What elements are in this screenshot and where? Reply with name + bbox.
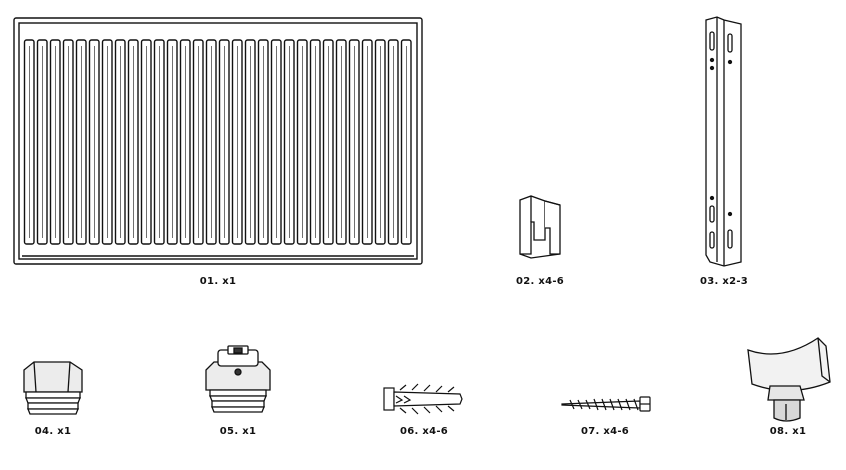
air-vent-plug-drawing [205,345,271,413]
radiator-fin [361,39,373,245]
radiator-fin [36,39,48,245]
radiator-fin [88,39,100,245]
radiator-fin [153,39,165,245]
radiator-fin [114,39,126,245]
part-label-02: 02. x4-6 [515,276,565,287]
radiator-fin [218,39,230,245]
radiator-fin [75,39,87,245]
radiator-fin [348,39,360,245]
wall-bracket-drawing [705,16,742,267]
part-label-08: 08. x1 [769,426,807,437]
radiator-fin [179,39,191,245]
spacer-clip-drawing [519,195,561,259]
radiator-fin [335,39,347,245]
radiator-fin [322,39,334,245]
radiator-fin [192,39,204,245]
radiator-fin [257,39,269,245]
part-label-06: 06. x4-6 [399,426,449,437]
part-label-03: 03. x2-3 [699,276,749,287]
radiator-drawing [13,17,423,265]
radiator-fin [127,39,139,245]
bleed-key-drawing [747,337,831,422]
part-label-05: 05. x1 [219,426,257,437]
radiator-fin [62,39,74,245]
screw-drawing [561,396,651,412]
radiator-fin [166,39,178,245]
radiator-fin [140,39,152,245]
radiator-fin [49,39,61,245]
radiator-fin [283,39,295,245]
radiator-fin [205,39,217,245]
part-label-07: 07. x4-6 [580,426,630,437]
radiator-fin [244,39,256,245]
blind-plug-drawing [23,361,83,415]
radiator-fin [23,39,35,245]
radiator-fin [387,39,399,245]
wall-plug-drawing [383,383,463,415]
part-label-04: 04. x1 [34,426,72,437]
radiator-fin [309,39,321,245]
part-label-01: 01. x1 [199,276,237,287]
radiator-fin [231,39,243,245]
radiator-fin [400,39,412,245]
radiator-fin [374,39,386,245]
radiator-fin [296,39,308,245]
radiator-fin [101,39,113,245]
radiator-fin [270,39,282,245]
